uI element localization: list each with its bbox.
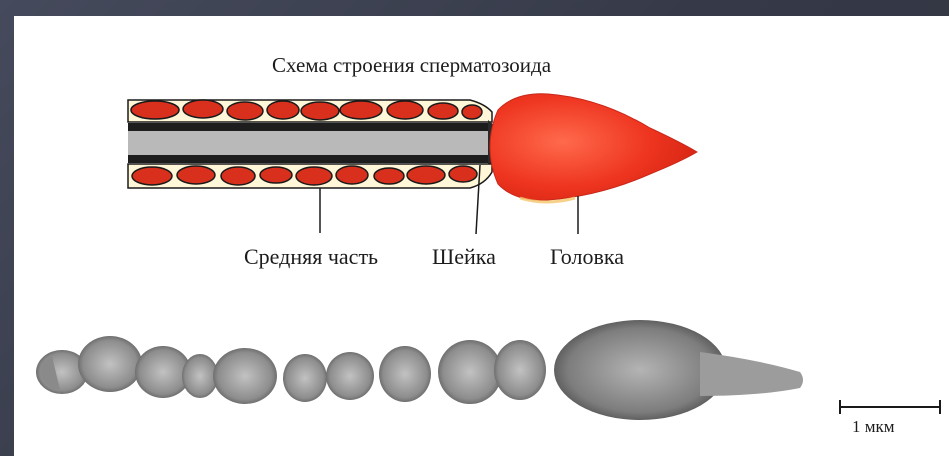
neck-label: Шейка bbox=[432, 246, 496, 268]
sperm-head bbox=[490, 94, 697, 200]
mitochondria-lower-row bbox=[128, 164, 492, 188]
scale-label: 1 мкм bbox=[852, 418, 895, 435]
sperm-micrograph bbox=[36, 320, 804, 420]
scale-bar bbox=[840, 400, 940, 414]
head-label: Головка bbox=[550, 246, 624, 268]
axial-filament bbox=[128, 120, 500, 166]
diagram-title: Схема строения сперматозоида bbox=[272, 55, 551, 76]
mitochondria-upper-row bbox=[128, 100, 492, 122]
middle-piece-label: Средняя часть bbox=[244, 246, 378, 268]
